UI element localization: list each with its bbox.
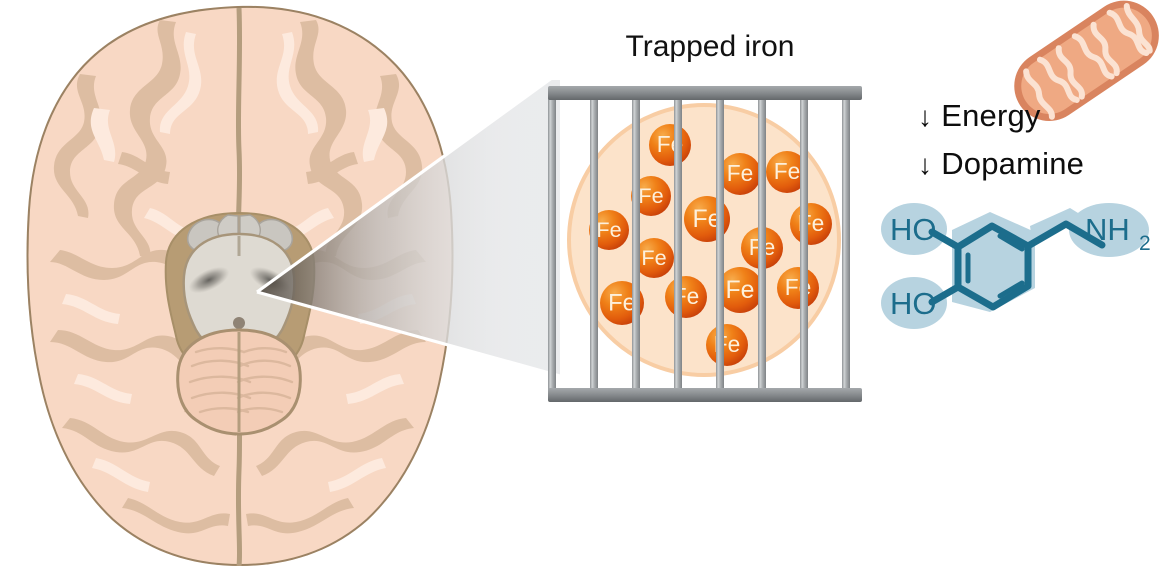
- down-arrow-icon: ↓: [918, 101, 933, 132]
- energy-label: Energy: [941, 98, 1041, 133]
- energy-decrease-label: ↓ Energy: [918, 98, 1041, 134]
- iron-atom: Fe: [634, 238, 674, 278]
- cristae: [1023, 2, 1153, 120]
- cage-bar: [800, 92, 808, 394]
- brainstem-region: [164, 211, 316, 375]
- iron-atom: Fe: [706, 324, 748, 366]
- cerebral-aqueduct: [233, 317, 245, 329]
- iron-atom: Fe: [790, 203, 832, 245]
- down-arrow-icon: ↓: [918, 149, 933, 180]
- molecule-labels: HO HO NH 2: [890, 212, 1151, 321]
- cage-bar: [758, 92, 766, 394]
- iron-atom-label: Fe: [638, 183, 663, 208]
- mitochondrion-illustration: [1014, 0, 1159, 121]
- cage-rail-top: [548, 86, 862, 100]
- iron-atom: Fe: [777, 267, 819, 309]
- iron-atom-label: Fe: [727, 160, 753, 186]
- cerebellum: [176, 328, 302, 436]
- iron-atom: Fe: [719, 153, 761, 195]
- cage-bar: [548, 92, 556, 394]
- iron-atom-label: Fe: [726, 277, 755, 304]
- cage-bar: [590, 92, 598, 394]
- cage-bars: [548, 92, 850, 394]
- amine-subscript-label: 2: [1139, 232, 1151, 255]
- cage-rail-bottom: [548, 388, 862, 402]
- dopamine-decrease-label: ↓ Dopamine: [918, 146, 1084, 182]
- iron-atom-label: Fe: [596, 217, 621, 242]
- inner-matrix: [1021, 7, 1152, 114]
- amine-label: NH: [1085, 212, 1130, 247]
- cage-bar: [716, 92, 724, 394]
- hydroxyl-bottom-label: HO: [890, 286, 937, 321]
- iron-atom: Fe: [766, 151, 808, 193]
- substantia-nigra-left: [188, 266, 230, 294]
- cage-bar: [632, 92, 640, 394]
- iron-cage-illustration: FeFeFeFeFeFeFeFeFeFeFeFeFeFe: [548, 86, 862, 402]
- iron-atom: Fe: [589, 210, 629, 250]
- cage-bar: [842, 92, 850, 394]
- iron-atom: Fe: [717, 267, 763, 313]
- cage-title: Trapped iron: [625, 30, 795, 63]
- iron-atom-label: Fe: [774, 158, 800, 184]
- cone-light-beam: [257, 80, 560, 376]
- magnification-cone: [256, 80, 560, 378]
- dopamine-molecule: HO HO NH 2: [881, 203, 1151, 329]
- iron-atom: Fe: [631, 176, 671, 216]
- iron-atom-label: Fe: [608, 289, 636, 316]
- iron-atoms-group: FeFeFeFeFeFeFeFeFeFeFeFeFeFe: [589, 124, 832, 366]
- cone-edge-top: [256, 80, 552, 294]
- iron-atom: Fe: [665, 276, 707, 318]
- bond-skeleton: [928, 220, 1106, 311]
- cone-edge-bottom: [256, 290, 560, 378]
- iron-atom: Fe: [649, 124, 691, 166]
- cage-bar: [674, 92, 682, 394]
- dopamine-label: Dopamine: [941, 146, 1085, 181]
- hydroxyl-top-label: HO: [890, 212, 937, 247]
- iron-atom-label: Fe: [641, 245, 666, 270]
